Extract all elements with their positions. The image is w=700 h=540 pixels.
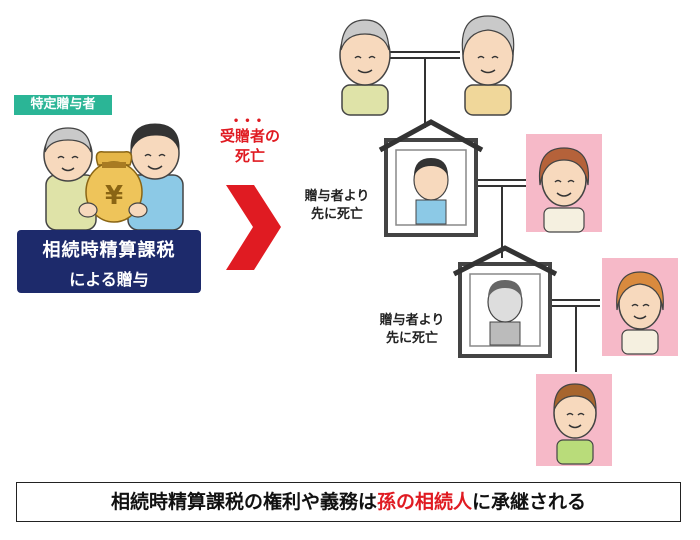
emphasis-dots: ••• <box>232 116 268 127</box>
son-memorial-frame <box>378 119 484 237</box>
recipient-death-label: ••• 受贈者の 死亡 <box>205 116 295 166</box>
death-line2: 死亡 <box>234 147 265 165</box>
grandchild-wife-portrait <box>602 258 678 356</box>
gift-illustration: ¥ <box>43 123 184 231</box>
conclusion-part1: 相続時精算課税の権利や義務は <box>110 491 377 513</box>
note2-line2: 先に死亡 <box>385 331 438 346</box>
chevron-right-icon <box>226 185 281 270</box>
grandchild-memorial-frame <box>452 245 558 358</box>
tree-lines <box>390 51 600 372</box>
son-predeceased-note: 贈与者より 先に死亡 <box>293 188 381 224</box>
svg-text:¥: ¥ <box>105 181 123 211</box>
family-tree <box>339 15 678 466</box>
note1-line2: 先に死亡 <box>310 207 363 222</box>
grandmother-portrait <box>461 15 515 116</box>
conclusion-part3: に承継される <box>472 491 587 513</box>
box-line1: 相続時精算課税 <box>42 240 176 261</box>
great-grandchild-portrait <box>536 374 612 466</box>
note1-line1: 贈与者より <box>304 189 370 204</box>
conclusion-box: 相続時精算課税の権利や義務は孫の相続人に承継される <box>16 482 681 522</box>
grandchild-predeceased-note: 贈与者より 先に死亡 <box>368 312 456 348</box>
money-bag-icon: ¥ <box>85 151 143 223</box>
death-line1: 受贈者の <box>219 127 280 145</box>
specific-donor-tag: 特定贈与者 <box>14 95 112 115</box>
conclusion-highlight: 孫の相続人 <box>376 491 472 513</box>
note2-line1: 贈与者より <box>379 313 445 328</box>
daughter-in-law-portrait <box>526 134 602 233</box>
grandfather-portrait <box>339 19 391 116</box>
box-line2: による贈与 <box>69 270 149 289</box>
settlement-gift-box: 相続時精算課税 による贈与 <box>17 230 201 293</box>
grandfather-figure <box>43 127 97 231</box>
